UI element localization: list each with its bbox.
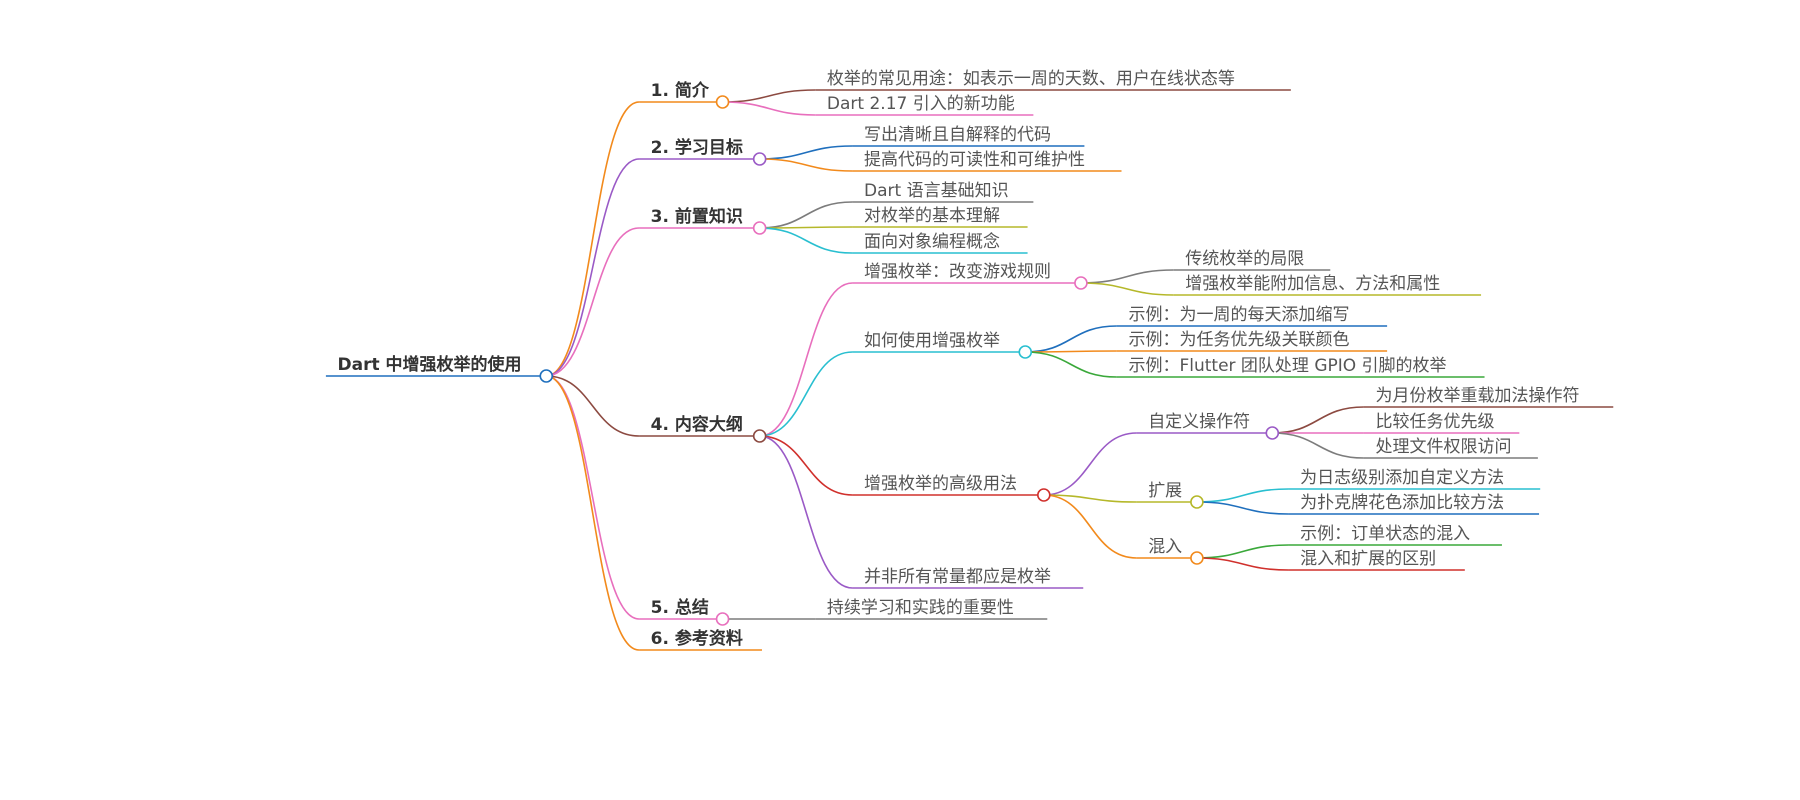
node-3-edge xyxy=(546,227,640,377)
node-4-3-1-2-label: 比较任务优先级 xyxy=(1376,412,1495,432)
node-5-label: 5. 总结 xyxy=(651,597,709,618)
node-4-3-1-toggle[interactable] xyxy=(1265,426,1280,440)
node-4-3-1-1-label: 为月份枚举重载加法操作符 xyxy=(1376,386,1580,406)
node-4-1-edge xyxy=(759,282,853,437)
node-4-1-2-edge xyxy=(1080,282,1174,296)
node-1-toggle[interactable] xyxy=(715,95,730,109)
node-2-2-edge xyxy=(759,158,853,172)
node-4-3-1-1-edge xyxy=(1272,406,1364,434)
node-4-3-3-2-label: 混入和扩展的区别 xyxy=(1300,549,1436,569)
node-4-1-1-label: 传统枚举的局限 xyxy=(1185,249,1304,269)
node-4-2-edge xyxy=(759,351,853,437)
node-2-1-edge xyxy=(759,145,853,160)
node-5-toggle[interactable] xyxy=(715,612,730,626)
node-4-2-1-edge xyxy=(1025,325,1117,353)
node-4-3-2-2-label: 为扑克牌花色添加比较方法 xyxy=(1300,493,1504,513)
node-4-3-1-3-edge xyxy=(1272,432,1364,459)
node-4-3-2-edge xyxy=(1043,494,1137,503)
node-5-edge xyxy=(546,375,640,620)
node-4-edge xyxy=(546,375,640,437)
node-3-2-label: 对枚举的基本理解 xyxy=(864,206,1000,226)
root-topic-toggle[interactable] xyxy=(539,369,554,383)
node-4-3-1-3-label: 处理文件权限访问 xyxy=(1376,437,1512,457)
node-4-3-label: 增强枚举的高级用法 xyxy=(864,474,1017,494)
node-4-3-1-edge xyxy=(1043,432,1137,496)
node-3-3-edge xyxy=(759,227,853,254)
node-4-2-toggle[interactable] xyxy=(1018,345,1033,359)
node-4-3-3-label: 混入 xyxy=(1148,537,1182,557)
node-6-label: 6. 参考资料 xyxy=(651,628,743,649)
node-4-2-label: 如何使用增强枚举 xyxy=(864,330,1000,351)
node-4-2-1-label: 示例：为一周的每天添加缩写 xyxy=(1128,305,1349,325)
root-topic-label: Dart 中增强枚举的使用 xyxy=(338,354,522,375)
node-2-2-label: 提高代码的可读性和可维护性 xyxy=(864,150,1085,170)
node-3-3-label: 面向对象编程概念 xyxy=(864,231,1000,252)
node-4-1-2-label: 增强枚举能附加信息、方法和属性 xyxy=(1185,274,1440,294)
node-4-2-3-edge xyxy=(1025,351,1117,378)
node-3-1-label: Dart 语言基础知识 xyxy=(864,181,1009,201)
node-4-3-2-1-edge xyxy=(1196,488,1289,503)
node-2-toggle[interactable] xyxy=(752,152,767,166)
node-4-3-3-edge xyxy=(1043,494,1137,559)
node-4-3-3-1-edge xyxy=(1196,544,1289,559)
node-4-3-3-2-edge xyxy=(1196,557,1289,571)
node-2-1-label: 写出清晰且自解释的代码 xyxy=(864,125,1051,145)
node-4-3-3-toggle[interactable] xyxy=(1190,551,1204,565)
node-4-4-edge xyxy=(759,435,853,589)
node-3-toggle[interactable] xyxy=(752,221,767,235)
node-1-2-edge xyxy=(722,101,816,116)
node-4-3-2-1-label: 为日志级别添加自定义方法 xyxy=(1300,468,1504,488)
node-4-3-3-1-label: 示例：订单状态的混入 xyxy=(1300,524,1470,544)
node-2-edge xyxy=(546,158,640,377)
node-4-3-2-2-edge xyxy=(1196,501,1289,515)
node-1-1-label: 枚举的常见用途：如表示一周的天数、用户在线状态等 xyxy=(827,69,1235,89)
node-2-label: 2. 学习目标 xyxy=(651,137,743,158)
node-4-1-label: 增强枚举：改变游戏规则 xyxy=(864,262,1051,282)
node-4-2-3-label: 示例：Flutter 团队处理 GPIO 引脚的枚举 xyxy=(1128,356,1446,376)
node-5-1-label: 持续学习和实践的重要性 xyxy=(827,598,1014,618)
node-4-1-toggle[interactable] xyxy=(1074,276,1088,290)
node-4-3-edge xyxy=(759,435,853,496)
node-4-3-2-label: 扩展 xyxy=(1148,481,1182,501)
node-4-toggle[interactable] xyxy=(752,429,767,443)
node-4-2-2-label: 示例：为任务优先级关联颜色 xyxy=(1128,330,1349,350)
node-4-3-2-toggle[interactable] xyxy=(1190,495,1204,509)
node-4-1-1-edge xyxy=(1080,269,1174,284)
node-1-2-label: Dart 2.17 引入的新功能 xyxy=(827,94,1015,114)
node-1-1-edge xyxy=(722,89,816,103)
node-4-3-toggle[interactable] xyxy=(1037,488,1051,502)
node-3-1-edge xyxy=(759,201,853,229)
node-4-label: 4. 内容大纲 xyxy=(651,414,743,435)
node-4-3-1-label: 自定义操作符 xyxy=(1148,412,1250,432)
node-1-edge xyxy=(546,101,640,377)
node-3-label: 3. 前置知识 xyxy=(651,206,743,227)
node-1-label: 1. 简介 xyxy=(651,80,710,101)
node-4-4-label: 并非所有常量都应是枚举 xyxy=(864,567,1051,587)
node-6-edge xyxy=(546,375,640,651)
